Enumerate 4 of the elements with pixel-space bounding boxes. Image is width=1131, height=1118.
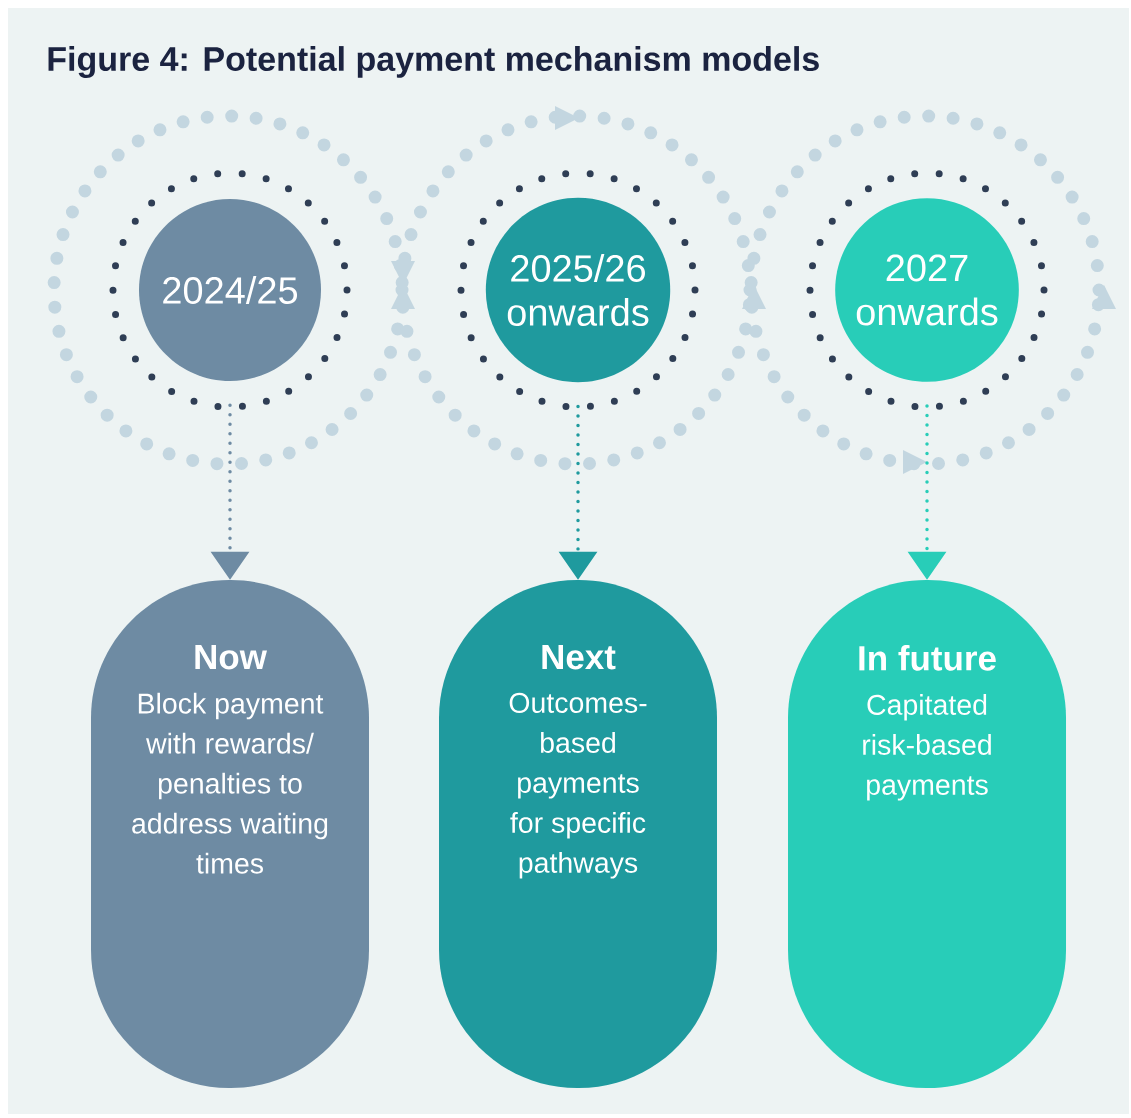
stage-card: Next Outcomes-based payments for specific pathways [439,580,717,1088]
figure-title: Figure 4: Potential payment mechanism models [48,46,819,78]
stage-card: In future Capitated risk-based payments [788,580,1066,1088]
stage-card: Now Block payment with rewards/ penalties to address waiting times [91,580,369,1088]
